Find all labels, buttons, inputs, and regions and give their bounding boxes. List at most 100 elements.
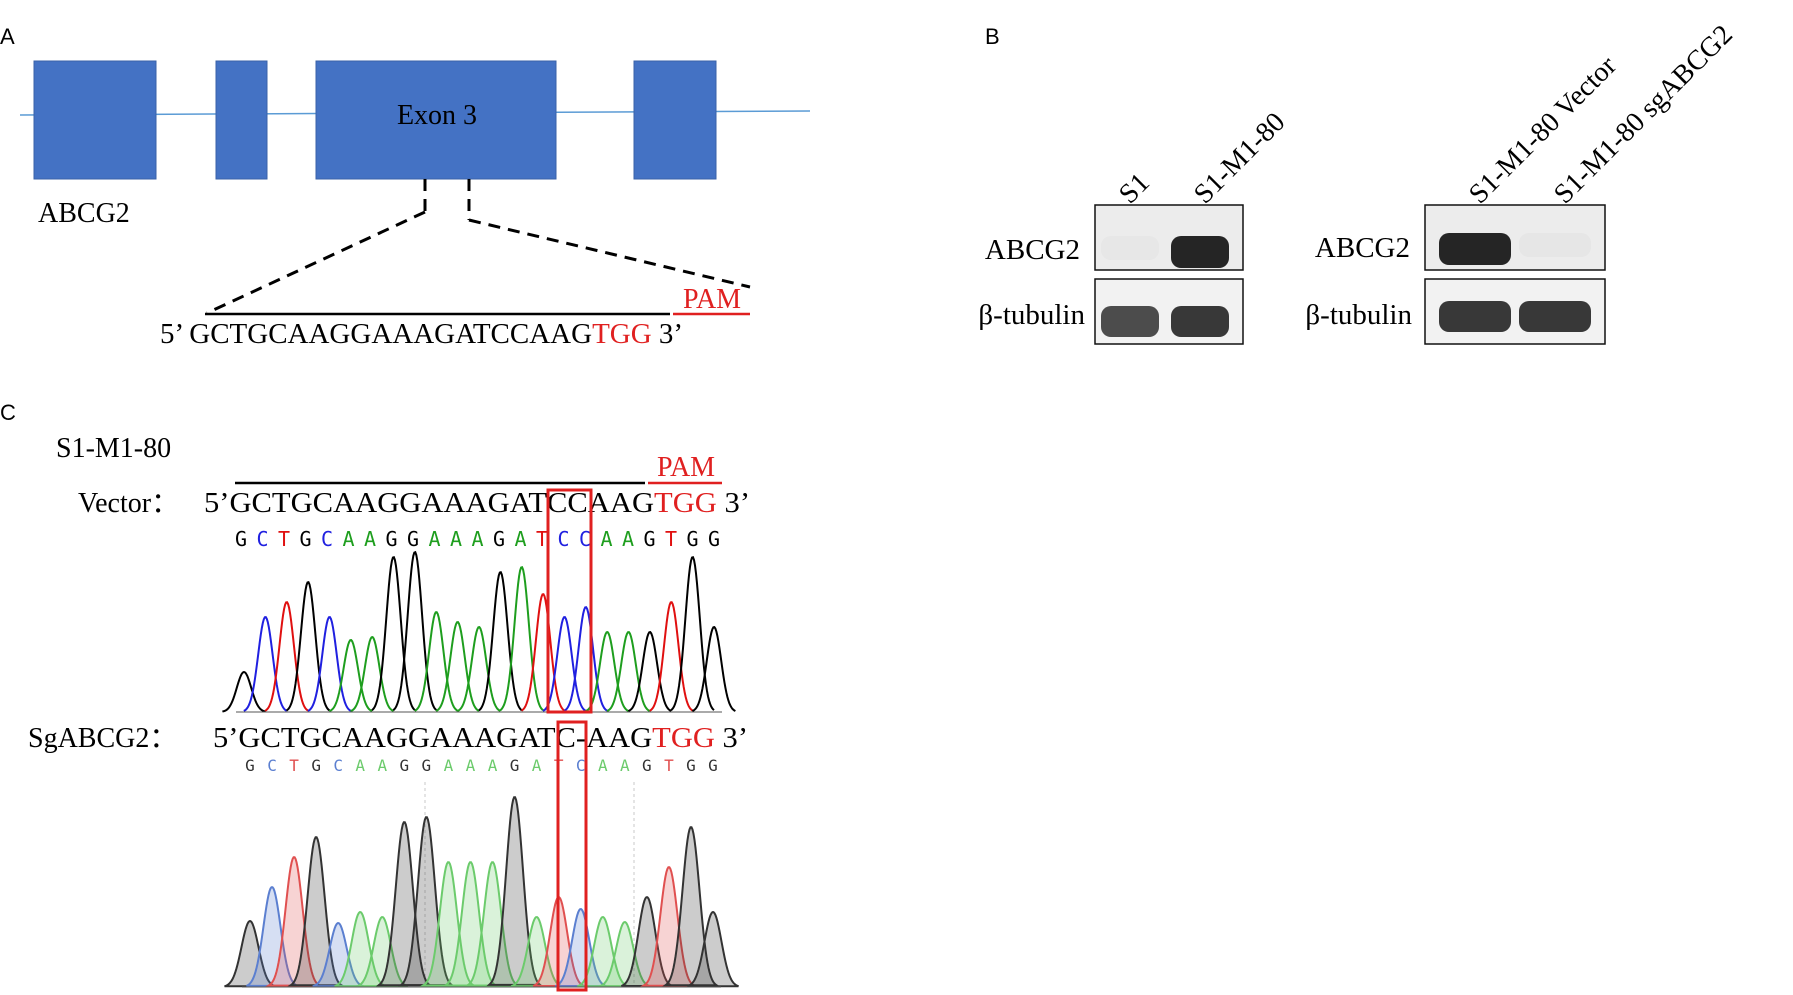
trace-peak	[621, 896, 673, 987]
zoom-lines	[206, 179, 751, 315]
blot2-band-row0-lane1	[1519, 233, 1591, 257]
base-call: T	[289, 756, 299, 775]
trace-peak	[639, 866, 699, 987]
trace-peak	[687, 911, 739, 988]
vector-label: Vector：	[78, 488, 179, 519]
trace-peak	[456, 625, 501, 712]
base-call: G	[708, 756, 718, 775]
western-blot-1: S1 S1-M1-80 ABCG2 β-tubulin	[978, 107, 1291, 345]
vector-chromatogram	[222, 550, 736, 713]
trace-peak	[334, 911, 387, 988]
base-call: G	[235, 527, 247, 551]
base-call: G	[299, 527, 311, 551]
gene-diagram: Exon 3 ABCG2	[19, 60, 811, 229]
pam-label-c: PAM	[657, 452, 715, 483]
sequence-text: 5’ GCTGCAAGGAAAGATCCAAGTGG 3’	[160, 318, 683, 350]
trace-peak	[463, 861, 522, 987]
pam-label: PAM	[683, 284, 741, 315]
exon-4	[633, 60, 717, 180]
base-call: A	[450, 527, 462, 551]
base-call: T	[278, 527, 290, 551]
base-call: G	[422, 756, 432, 775]
base-call: A	[466, 756, 476, 775]
trace-peak	[563, 606, 608, 712]
base-call: G	[642, 756, 652, 775]
trace-peak	[356, 916, 409, 988]
blot1-band-row1-lane0	[1101, 306, 1159, 337]
base-call: A	[342, 527, 354, 551]
base-call: C	[557, 527, 569, 551]
blot1-band-row1-lane1	[1171, 306, 1229, 337]
panel-label-c: C	[0, 400, 16, 425]
blot2-band-row1-lane0	[1439, 301, 1511, 332]
exon-3-label: Exon 3	[397, 100, 477, 131]
trace-peak	[398, 816, 455, 987]
exon-1	[33, 60, 157, 180]
lane-label-vector: S1-M1-80 Vector	[1463, 50, 1623, 210]
band-label-tubulin: β-tubulin	[1305, 299, 1412, 331]
trace-peak	[375, 821, 433, 987]
base-call: A	[514, 527, 526, 551]
base-call: C	[256, 527, 268, 551]
exon-2	[215, 60, 268, 180]
base-call: A	[444, 756, 454, 775]
trace-peak	[392, 550, 438, 711]
trace-peak	[246, 886, 298, 987]
trace-peak	[419, 861, 478, 987]
panel-a-sequence: PAM 5’ GCTGCAAGGAAAGATCCAAGTGG 3’	[160, 284, 750, 350]
base-call: A	[355, 756, 365, 775]
trace-peak	[510, 916, 563, 988]
trace-peak	[585, 630, 629, 713]
vector-highlight-box	[546, 488, 593, 714]
base-call: G	[708, 527, 720, 551]
base-call: T	[664, 756, 674, 775]
trace-peak	[264, 601, 309, 712]
base-call: A	[600, 527, 612, 551]
trace-peak	[542, 615, 587, 712]
base-call: G	[686, 756, 696, 775]
trace-peak	[649, 601, 694, 712]
panel-label-a: A	[0, 24, 15, 49]
base-call: C	[579, 527, 591, 551]
gene-label: ABCG2	[38, 198, 130, 229]
base-call: A	[428, 527, 440, 551]
panel-label-b: B	[985, 24, 1000, 49]
lane-label-s1: S1	[1113, 167, 1156, 210]
base-call: A	[622, 527, 634, 551]
trace-peak	[441, 861, 500, 987]
trace-peak	[243, 615, 288, 712]
base-call: T	[665, 527, 677, 551]
band-label-abcg2: ABCG2	[1315, 232, 1410, 264]
trace-peak	[312, 922, 364, 988]
lane-label-s1-m1-80: S1-M1-80	[1188, 107, 1291, 210]
trace-peak	[554, 908, 607, 988]
blot2-band-row1-lane1	[1519, 301, 1591, 332]
base-call: C	[576, 756, 586, 775]
trace-peak	[414, 611, 459, 712]
base-call: C	[333, 756, 343, 775]
trace-peak	[307, 615, 352, 712]
trace-peak	[627, 630, 672, 713]
base-call: G	[643, 527, 655, 551]
trace-peak	[435, 620, 480, 712]
trace-peak	[224, 920, 276, 988]
base-call: G	[407, 527, 419, 551]
base-call: G	[245, 756, 255, 775]
exon-3	[315, 60, 557, 180]
trace-peak	[264, 856, 324, 987]
trace-peak	[222, 671, 266, 713]
base-call: A	[532, 756, 542, 775]
base-call: G	[493, 527, 505, 551]
band-label-tubulin: β-tubulin	[978, 299, 1085, 331]
trace-peak	[599, 921, 651, 988]
base-call: A	[364, 527, 376, 551]
trace-peak	[328, 639, 373, 713]
trace-peak	[499, 565, 544, 712]
base-call: A	[471, 527, 483, 551]
